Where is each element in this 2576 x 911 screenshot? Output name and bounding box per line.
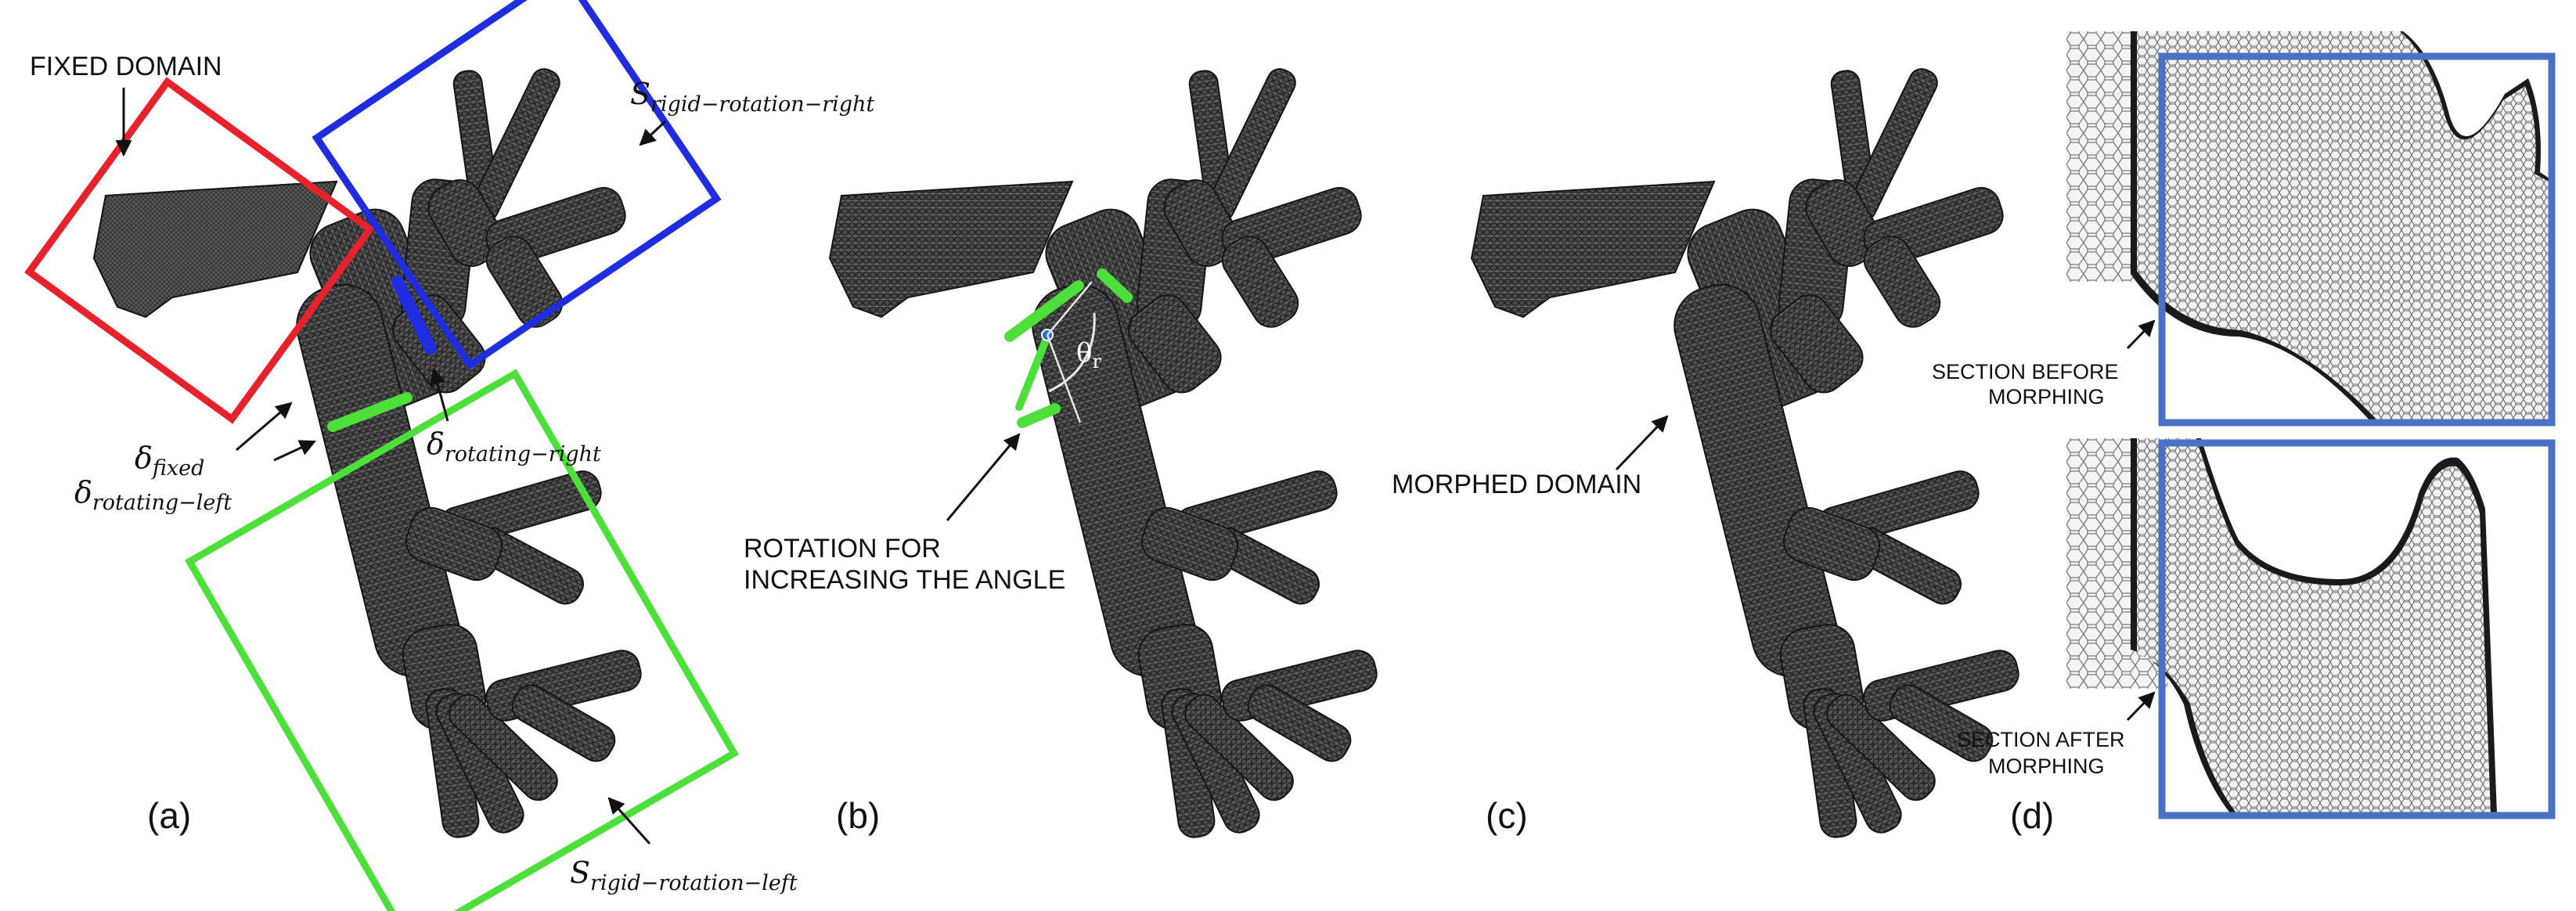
vessel-mesh-rotation (829, 63, 1382, 841)
panel-a: FIXED DOMAIN Srigid−rotation−right δfixe… (24, 0, 874, 911)
delta-rotating-left-band (327, 392, 413, 432)
section-before-label-line1: SECTION BEFORE (1932, 360, 2119, 383)
rotation-angle-arc (1048, 312, 1096, 393)
fixed-domain-mesh-region (92, 180, 338, 319)
panel-label-a: (a) (147, 795, 191, 836)
section-before-box (2158, 52, 2556, 427)
section-after-label-line2: MORPHING (1988, 754, 2105, 778)
panel-b: θr ROTATION FOR INCREASING THE ANGLE (b) (744, 63, 1382, 841)
rotation-band-lower (1017, 403, 1061, 428)
section-before-morphing (2131, 31, 2552, 423)
s-rigid-rotation-right-label: Srigid−rotation−right (630, 77, 874, 117)
rotation-label-line1: ROTATION FOR (744, 534, 941, 564)
section-before-label-line2: MORPHING (1988, 385, 2105, 409)
delta-fixed-label: δfixed (135, 441, 204, 481)
delta-rotating-right-label: δrotating−right (427, 427, 601, 466)
section-after-label-line1: SECTION AFTER (1957, 728, 2125, 751)
panel-label-c: (c) (1486, 795, 1528, 836)
panel-c: MORPHED DOMAIN (c) (1392, 63, 2023, 841)
section-after-morphing (2131, 438, 2497, 814)
theta-r-label: θr (1076, 337, 1101, 373)
vessel-mesh-morphed (1471, 63, 2023, 841)
delta-rotating-left-label: δrotating−left (74, 475, 232, 515)
section-after-box (2158, 439, 2556, 819)
rotation-label-line2: INCREASING THE ANGLE (744, 565, 1065, 595)
panel-label-b: (b) (836, 795, 880, 836)
rotation-band-vertical (1015, 333, 1051, 411)
morphed-domain-label: MORPHED DOMAIN (1392, 470, 1641, 499)
panel-label-d: (d) (2010, 795, 2054, 836)
rotation-band-side (1097, 268, 1133, 303)
rigid-rotation-right-box (312, 0, 722, 370)
rotation-band-upper (1004, 280, 1084, 342)
delta-rotating-right-band (391, 275, 437, 355)
rigid-rotation-left-box (185, 369, 739, 911)
fixed-domain-box (24, 77, 375, 424)
panel-d: SECTION BEFORE MORPHING SECTION AFTER MO… (1932, 31, 2556, 836)
fixed-domain-label: FIXED DOMAIN (30, 52, 222, 81)
s-rigid-rotation-left-label: Srigid−rotation−left (570, 855, 798, 895)
